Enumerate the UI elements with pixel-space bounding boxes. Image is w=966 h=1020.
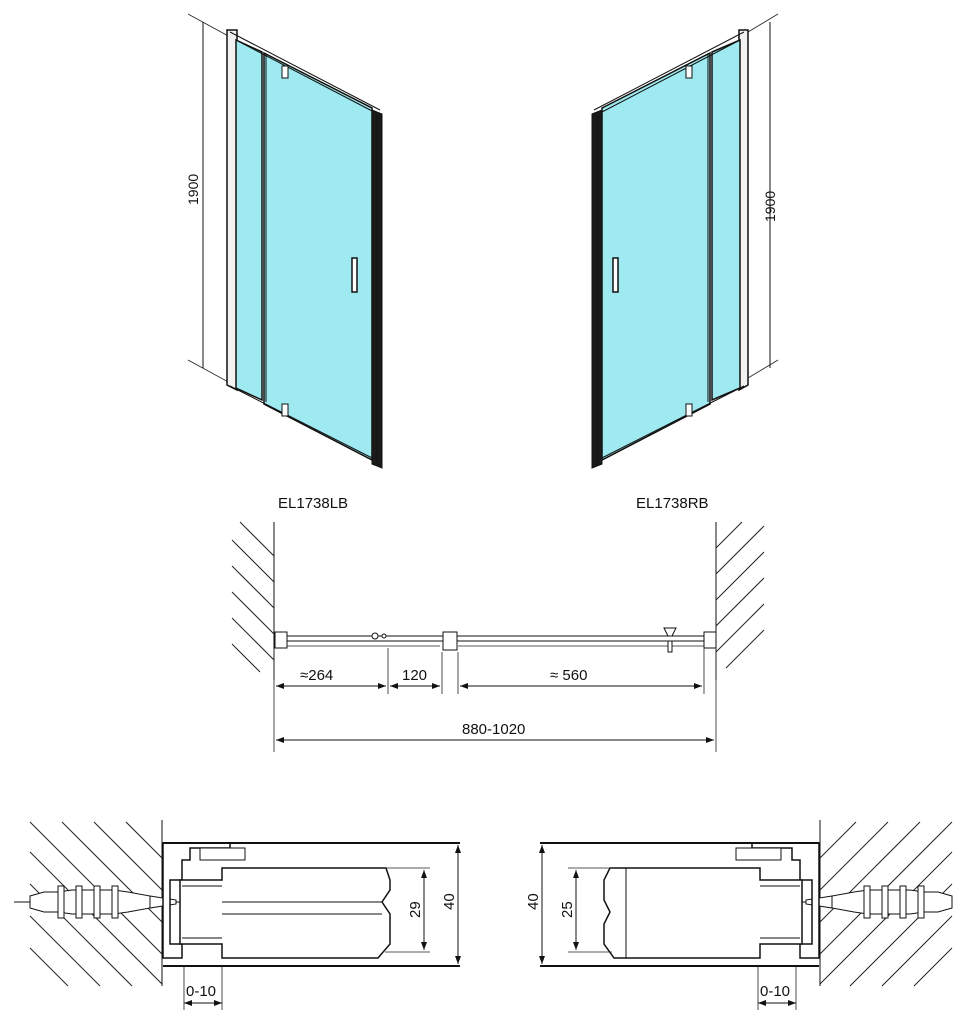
left-profile-detail: 29 40 0-10 bbox=[14, 820, 461, 1010]
right-door-glass bbox=[601, 51, 711, 462]
plan-dim-door: ≈ 560 bbox=[550, 667, 587, 684]
left-door-elevation: 1900 EL1738LB bbox=[185, 13, 383, 512]
left-door-handle bbox=[351, 257, 358, 293]
plan-right-wall-hatch bbox=[715, 521, 765, 680]
plan-right-profile bbox=[703, 631, 717, 649]
plan-view: ≈264 120 ≈ 560 880-1020 bbox=[231, 521, 765, 752]
left-wall-anchor bbox=[14, 885, 200, 919]
plan-hinge-pin bbox=[371, 632, 379, 640]
left-detail-inner: 29 bbox=[407, 901, 424, 918]
right-bottom-hinge bbox=[685, 403, 693, 417]
left-top-hinge bbox=[281, 65, 289, 79]
left-detail-height: 40 bbox=[441, 893, 458, 910]
right-fixed-glass bbox=[711, 38, 741, 402]
left-detail-adjust: 0-10 bbox=[186, 983, 216, 1000]
right-detail-dimensions: 25 40 0-10 bbox=[525, 845, 797, 1010]
right-model-label: EL1738RB bbox=[636, 495, 709, 512]
right-door-handle bbox=[612, 257, 619, 293]
right-detail-adjust: 0-10 bbox=[760, 983, 790, 1000]
right-detail-height: 40 bbox=[525, 893, 542, 910]
plan-left-wall-hatch bbox=[231, 521, 275, 680]
right-door-elevation: 1900 EL1738RB bbox=[591, 13, 779, 512]
plan-dim-fixed: ≈264 bbox=[300, 667, 333, 684]
left-model-label: EL1738LB bbox=[278, 495, 348, 512]
plan-left-profile bbox=[274, 631, 288, 649]
right-detail-inner: 25 bbox=[559, 901, 576, 918]
plan-dim-gap: 120 bbox=[402, 667, 427, 684]
left-detail-dimensions: 29 40 0-10 bbox=[183, 845, 461, 1010]
right-detail-door-profile bbox=[603, 867, 803, 959]
left-height-label: 1900 bbox=[185, 174, 201, 205]
plan-dimensions: ≈264 120 ≈ 560 880-1020 bbox=[273, 648, 717, 752]
left-height-dimension: 1900 bbox=[185, 13, 233, 385]
left-fixed-glass bbox=[235, 38, 263, 402]
plan-dim-total: 880-1020 bbox=[462, 721, 525, 738]
right-height-label: 1900 bbox=[762, 191, 778, 222]
right-wall-anchor bbox=[780, 885, 953, 919]
plan-glass-line bbox=[287, 635, 704, 647]
left-detail-door-profile bbox=[179, 867, 391, 959]
right-top-hinge bbox=[685, 65, 693, 79]
left-door-glass bbox=[263, 51, 373, 462]
plan-door-handle bbox=[663, 627, 677, 653]
plan-hinge-block bbox=[442, 631, 458, 651]
right-profile-detail: 25 40 0-10 bbox=[525, 820, 953, 1010]
left-bottom-hinge bbox=[281, 403, 289, 417]
